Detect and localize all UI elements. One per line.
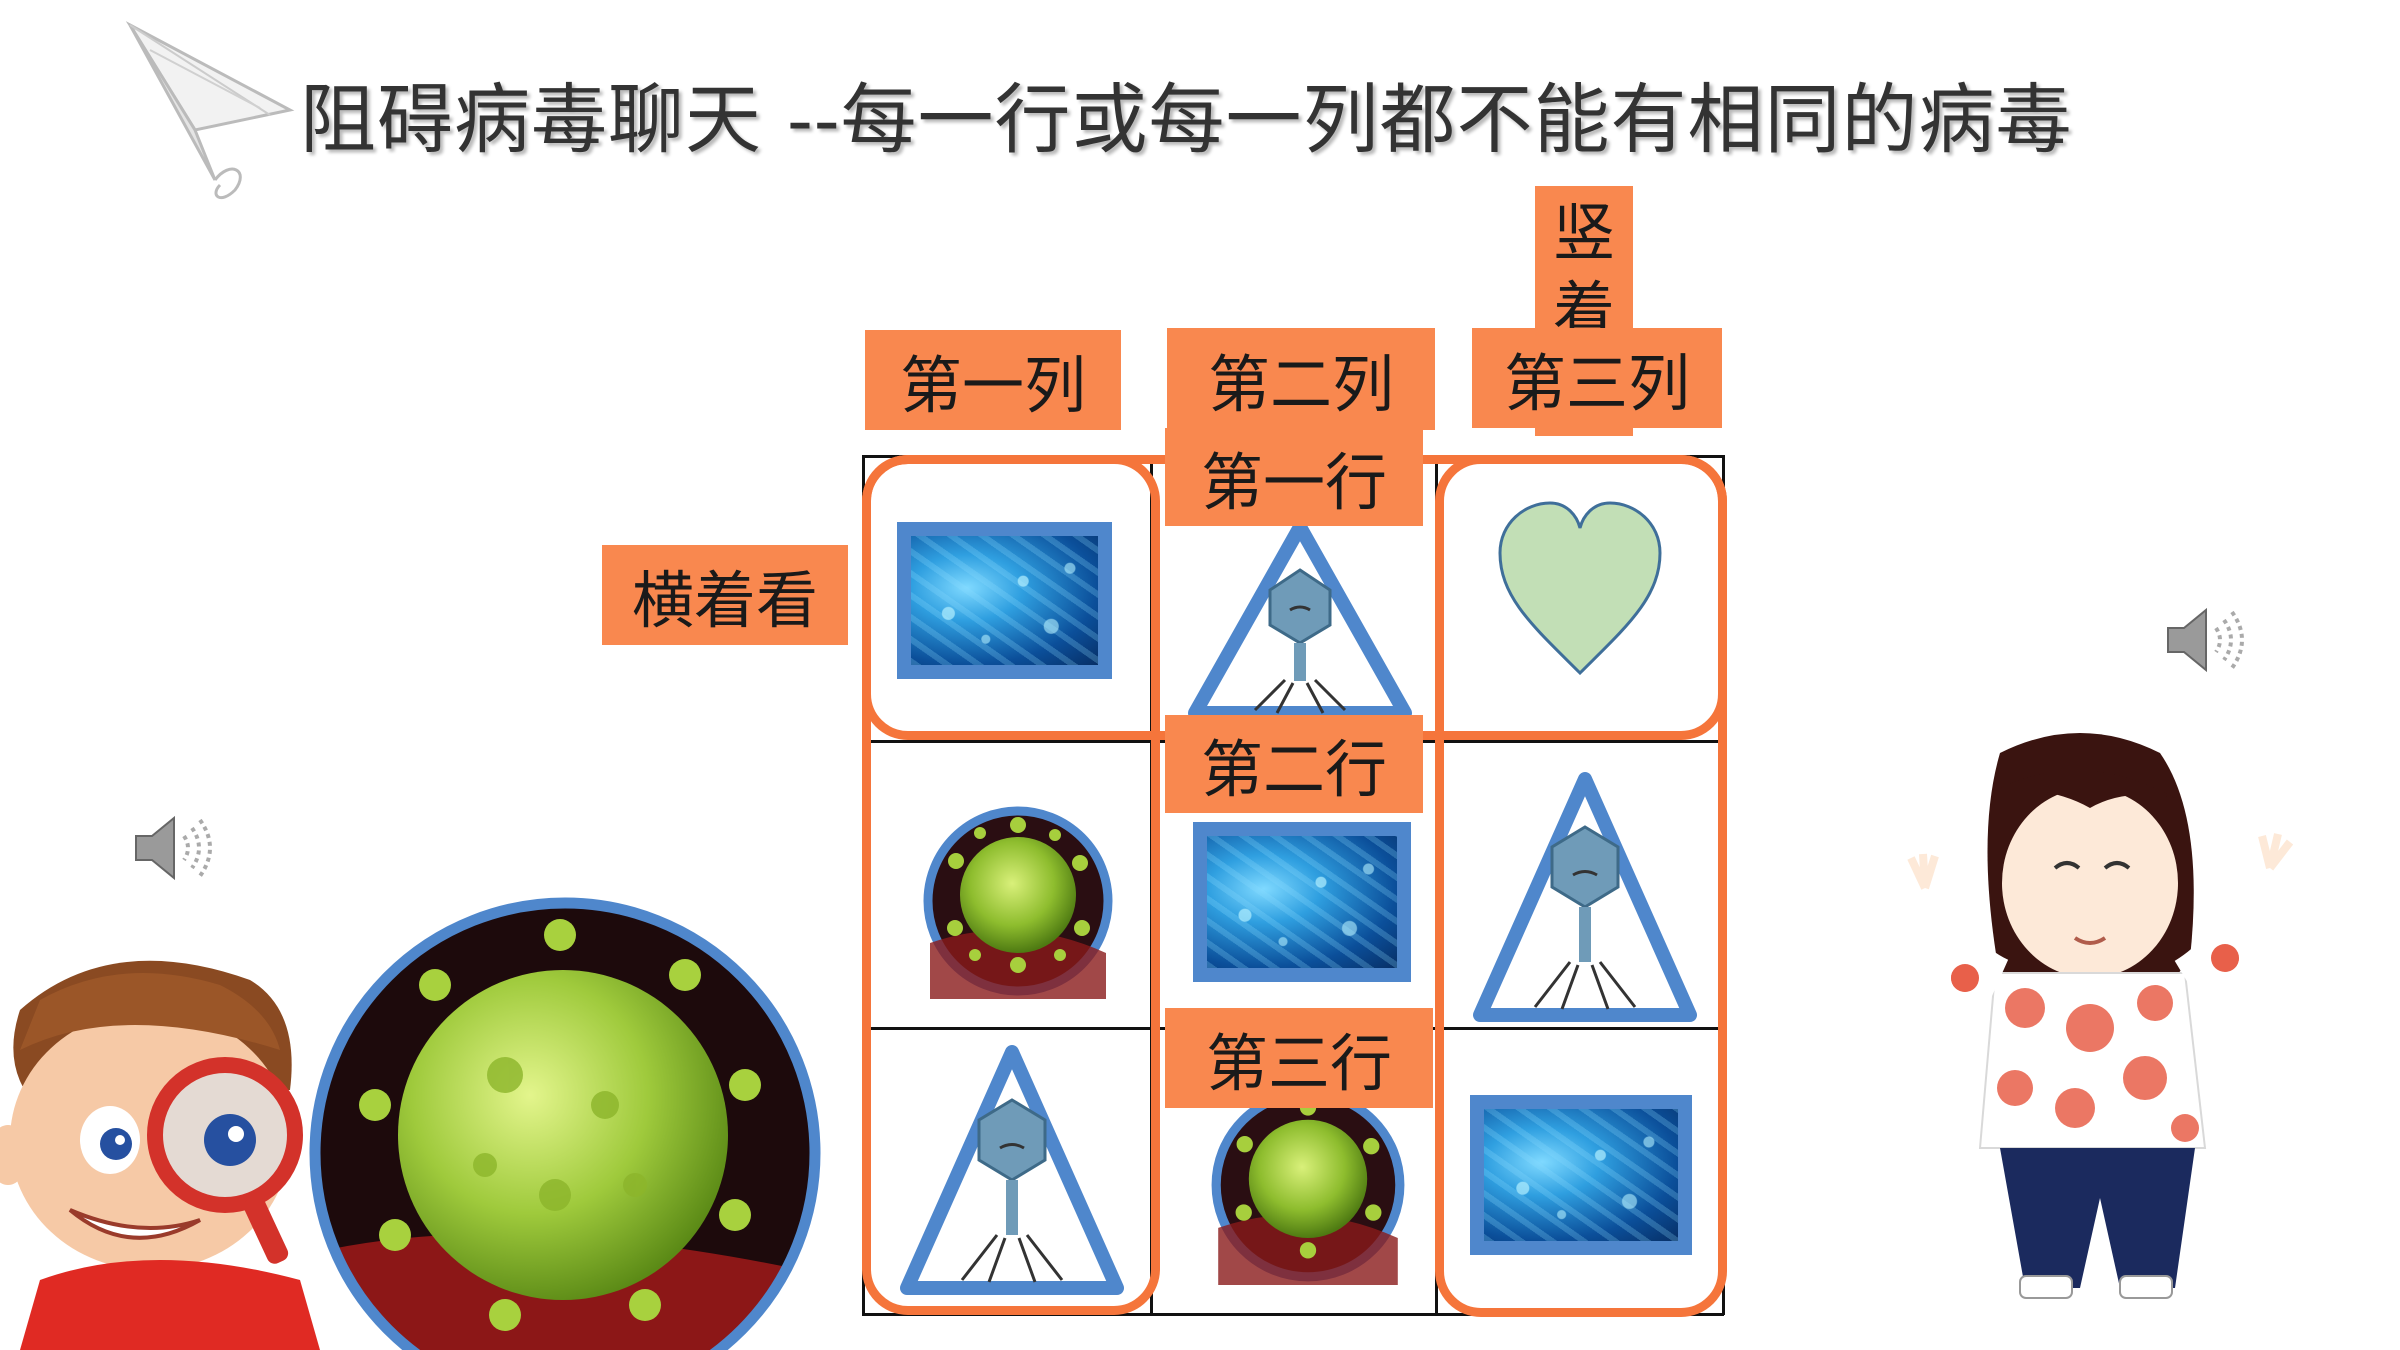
phage-triangle-r1c2: [1188, 520, 1412, 720]
blue-square-virus-r2c2: [1193, 822, 1411, 982]
phage-triangle-r2c3: [1473, 772, 1697, 1022]
row-2-label: 第二行: [1165, 715, 1423, 813]
row-1-label: 第一行: [1165, 428, 1423, 526]
grid-border-bottom: [862, 1313, 1724, 1316]
row-3-label: 第三行: [1165, 1008, 1433, 1108]
horizontal-look-label: 横着看: [602, 545, 848, 645]
column-1-label: 第一列: [865, 330, 1121, 430]
speaker-icon[interactable]: [2162, 600, 2252, 680]
green-virus-circle-r3c2: [1211, 1088, 1405, 1285]
column-3-label: 第三列: [1472, 328, 1722, 428]
paper-plane-icon: [125, 21, 295, 200]
speaker-icon[interactable]: [130, 808, 220, 888]
phage-triangle-r3c1: [900, 1045, 1124, 1295]
blue-square-virus-r1c1: [897, 522, 1112, 679]
page-title: 阻碍病毒聊天 --每一行或每一列都不能有相同的病毒: [300, 75, 2073, 164]
blue-square-virus-r3c3: [1470, 1095, 1692, 1255]
heart-shape-r1c3: [1498, 501, 1662, 676]
column-2-label: 第二列: [1167, 328, 1435, 430]
boy-with-magnifier: [0, 960, 320, 1350]
green-virus-circle-r2c1: [923, 806, 1113, 999]
large-virus-illustration: [309, 897, 821, 1350]
girl-cheering: [1906, 733, 2294, 1299]
